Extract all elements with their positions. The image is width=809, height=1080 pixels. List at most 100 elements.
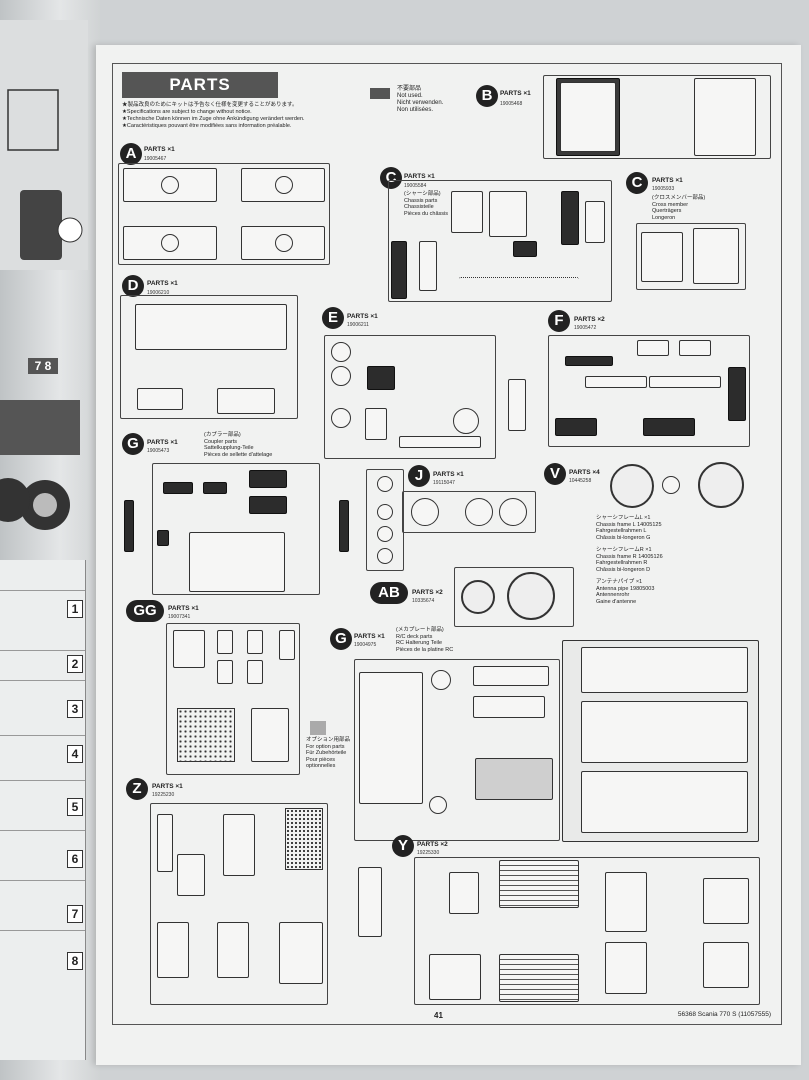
frame-qty: ×1 xyxy=(645,547,652,553)
sprue-d xyxy=(120,295,298,419)
frame-en: Chassis frame R xyxy=(596,553,637,560)
frame-parts-list: シャーシフレームL ×1 Chassis frame L 14005125 Fa… xyxy=(596,515,663,605)
page-frame xyxy=(112,63,782,1025)
axle-hub xyxy=(275,176,293,194)
z-part xyxy=(157,814,173,872)
gg-part xyxy=(173,630,205,668)
frame-jp: アンテナパイプ xyxy=(596,579,635,585)
f-part xyxy=(679,340,711,356)
ab-hub xyxy=(461,580,495,614)
f-link xyxy=(649,376,721,388)
j-part xyxy=(377,548,393,564)
desc-line: Pièces de sellette d'attelage xyxy=(204,451,273,458)
frame-code: 14005125 xyxy=(637,521,662,528)
not-used-legend: 不要部品 Not used. Nicht verwenden. Non util… xyxy=(397,86,443,114)
coupler-rail xyxy=(124,500,134,552)
j-gear xyxy=(465,498,493,526)
desc-line: Coupler parts xyxy=(204,438,238,445)
g2-part xyxy=(473,696,545,718)
y-box xyxy=(703,942,749,988)
wheel-hub xyxy=(698,462,744,508)
parts-e-code: 19006211 xyxy=(347,322,369,328)
legend-line: Non utilisées. xyxy=(397,107,434,113)
z-part xyxy=(223,814,255,876)
desc-line: Pièces de la platine RC xyxy=(396,646,454,653)
chassis-part-dark xyxy=(513,241,537,257)
deck-section xyxy=(581,771,748,833)
parts-page: PARTS ★製品改良のためにキットは予告なく仕様を変更することがあります。 ★… xyxy=(96,45,801,1065)
note-line: ★Technische Daten können im Zuge ohne An… xyxy=(122,116,305,122)
sprue-c1 xyxy=(388,180,612,302)
cross-member xyxy=(641,232,683,282)
y-panel xyxy=(605,872,647,932)
parts-g1-code: 19005473 xyxy=(147,448,170,454)
part-letter-g: G xyxy=(122,433,144,455)
axle-hub xyxy=(161,234,179,252)
part-letter-f: F xyxy=(548,310,570,332)
frame-en: Antenna pipe xyxy=(596,585,629,592)
previous-page-table: 1 2 3 4 5 6 7 8 xyxy=(0,560,86,1060)
parts-c1-desc: (シャーシ部品) Chassis parts Chassisteile Pièc… xyxy=(404,191,448,217)
parts-z-label: PARTS ×1 xyxy=(152,783,183,790)
table-number: 7 xyxy=(67,905,83,923)
table-number: 2 xyxy=(67,655,83,673)
parts-ab-code: 10335674 xyxy=(412,598,435,604)
e-part-round xyxy=(331,366,351,386)
desc-line: (カプラー部品) xyxy=(204,432,241,438)
frame-qty: ×1 xyxy=(635,579,643,585)
j-part xyxy=(377,476,393,492)
parts-gg-label: PARTS ×1 xyxy=(168,605,199,612)
desc-line: Chassisteile xyxy=(404,204,434,210)
parts-g2-label: PARTS ×1 xyxy=(354,633,385,640)
not-used-swatch xyxy=(370,88,390,99)
part-letter-c: C xyxy=(626,172,648,194)
g1-dark-part xyxy=(203,482,227,494)
part-letter-ab: AB xyxy=(370,582,408,604)
chassis-part xyxy=(585,201,605,243)
sprue-e xyxy=(324,335,496,459)
wheel-cap xyxy=(662,476,680,494)
note-line: ★製品改良のためにキットは予告なく仕様を変更することがあります。 xyxy=(122,102,298,108)
desc-line: (クロスメンバー部品) xyxy=(652,195,706,201)
frame-bracket xyxy=(391,241,407,299)
parts-y-label: PARTS ×2 xyxy=(417,841,448,848)
d-part xyxy=(217,388,275,414)
spec-notes: ★製品改良のためにキットは予告なく仕様を変更することがあります。 ★Specif… xyxy=(122,102,305,130)
gg-vent xyxy=(279,630,295,660)
sprue-a xyxy=(118,163,330,265)
gg-mesh-grille xyxy=(177,708,235,762)
parts-a-code: 19005467 xyxy=(144,156,167,162)
table-number: 5 xyxy=(67,798,83,816)
y-box xyxy=(703,878,749,924)
desc-line: Cross member xyxy=(652,201,689,208)
deck-section xyxy=(581,647,748,693)
sprue-j-left xyxy=(366,469,404,571)
truck-illustration xyxy=(0,20,88,270)
frame-fr: Châssis bi-longeron G xyxy=(596,534,651,541)
z-part xyxy=(177,854,205,896)
desc-line: Pièces du châssis xyxy=(404,210,449,217)
parts-b-label: PARTS ×1 xyxy=(500,90,531,97)
j-gear xyxy=(411,498,439,526)
part-letter-b: B xyxy=(476,85,498,107)
sprue-f xyxy=(548,335,750,447)
table-number: 3 xyxy=(67,700,83,718)
part-letter-a: A xyxy=(120,143,142,165)
cross-member xyxy=(693,228,739,284)
option-parts-legend: オプション用部品 For option parts Für Zubehörtei… xyxy=(306,737,350,770)
option-line: For option parts xyxy=(306,743,345,750)
parts-d-code: 19006210 xyxy=(147,290,170,296)
frame-code: 14005126 xyxy=(638,553,663,560)
option-parts-swatch xyxy=(310,721,326,735)
page-title: PARTS xyxy=(122,72,278,98)
table-number: 8 xyxy=(67,952,83,970)
axle-housing-3 xyxy=(123,226,217,260)
part-letter-c: C xyxy=(380,167,402,189)
g1-dark-part xyxy=(163,482,193,494)
g1-dark-part xyxy=(249,496,287,514)
truck-side-drawing xyxy=(0,400,80,530)
parts-c2-desc: (クロスメンバー部品) Cross member Querträgers Lon… xyxy=(652,195,705,221)
step-number: 7 8 xyxy=(28,358,58,374)
part-letter-g: G xyxy=(330,628,352,650)
deck-section xyxy=(581,701,748,763)
